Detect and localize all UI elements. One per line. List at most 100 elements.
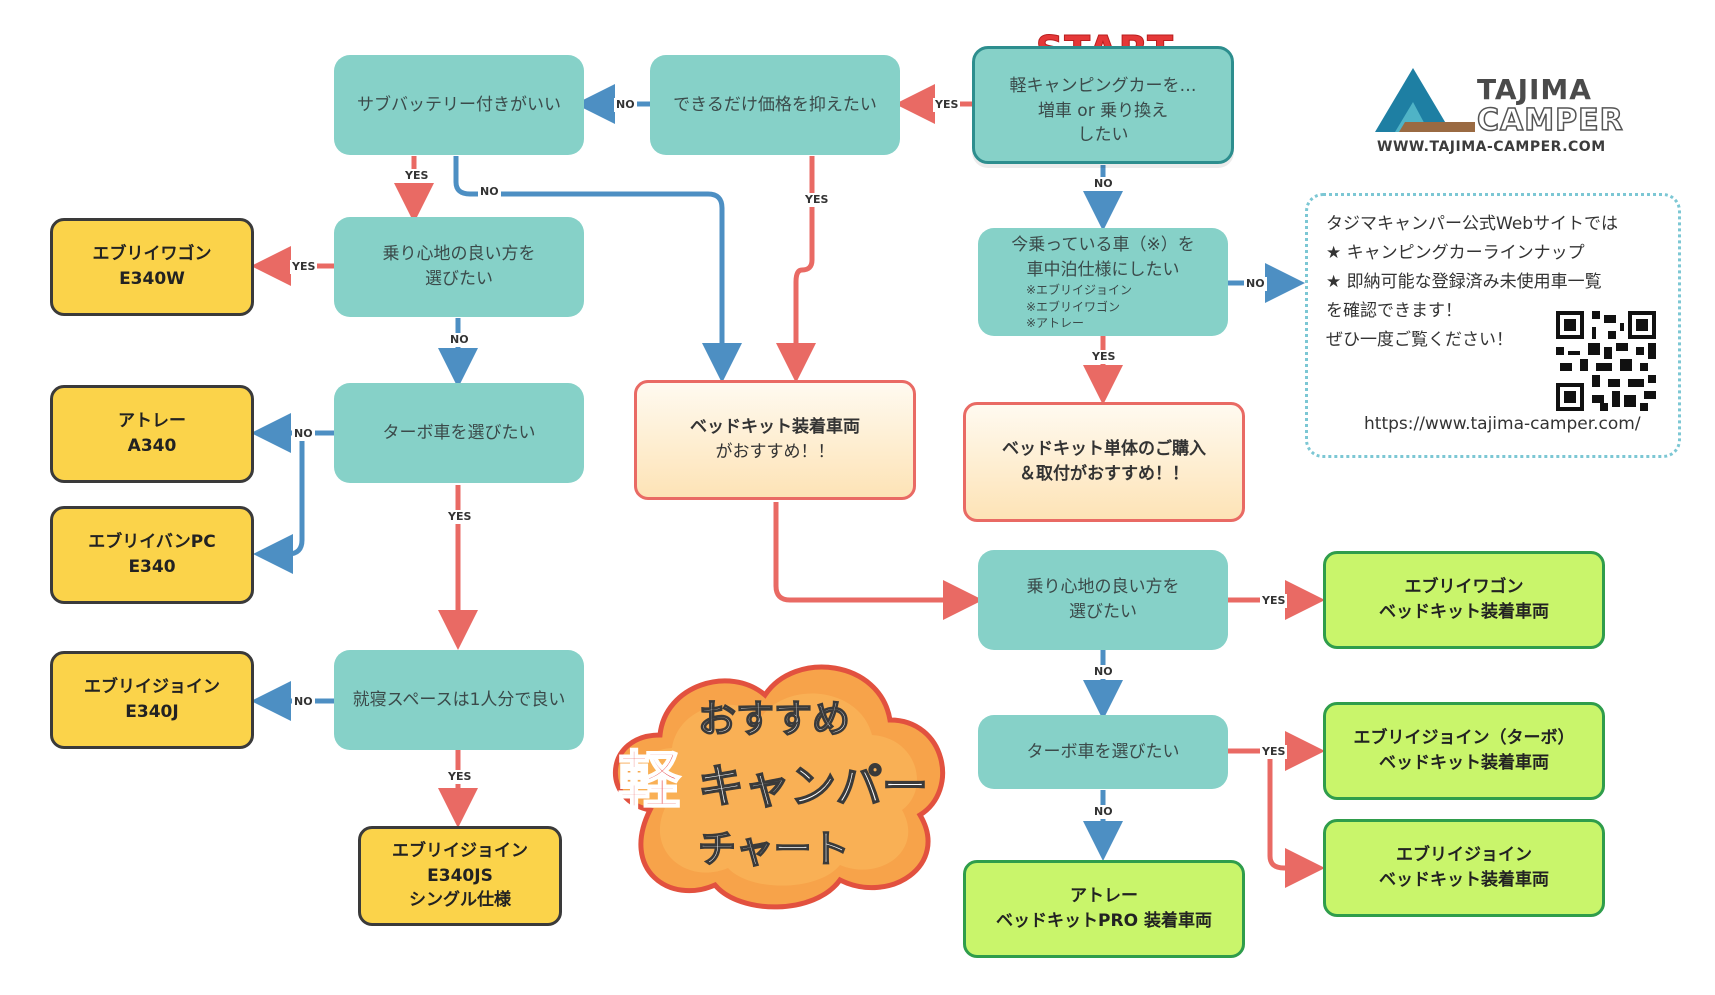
info-url-link[interactable]: https://www.tajima-camper.com/ — [1364, 414, 1641, 434]
question-sleep-space: 就寝スペースは1人分で良い — [334, 650, 584, 750]
result-bedkit-only-line-1: ベッドキット単体のご購入 — [1002, 439, 1206, 460]
mountain-logo-icon — [1375, 68, 1475, 132]
result-wagon: エブリイワゴン E340W — [50, 218, 254, 316]
label-no-comfort: NO — [448, 333, 471, 347]
info-line-5: ぜひ一度ご覧ください！ — [1326, 330, 1513, 350]
title-badge-kanji: 軽 — [618, 744, 681, 817]
question-comfort-left-line-1: 乗り心地の良い方を — [382, 244, 536, 265]
label-yes-price: YES — [803, 193, 831, 207]
current-car-note-2: ※エブリイワゴン — [1026, 299, 1121, 314]
result-bedkit-line-1: ベッドキット装着車両 — [690, 417, 860, 438]
question-current-car: 今乗っている車（※）を 車中泊仕様にしたい ※エブリイジョイン ※エブリイワゴン… — [978, 228, 1228, 336]
question-turbo-right-text: ターボ車を選びたい — [1026, 741, 1180, 762]
label-no-current: NO — [1244, 277, 1267, 291]
result-bedkit-only: ベッドキット単体のご購入 ＆取付がおすすめ！！ — [963, 402, 1245, 522]
result-join: エブリイジョイン E340J — [50, 651, 254, 749]
result-wagon-bed: エブリイワゴン ベッドキット装着車両 — [1323, 551, 1605, 649]
logo-name-2: CAMPER — [1476, 102, 1624, 139]
result-atrai-line-1: アトレー — [118, 411, 186, 432]
info-box: タジマキャンパー公式Webサイトでは ★ キャンピングカーラインナップ ★ 即納… — [1305, 193, 1681, 458]
result-van-line-1: エブリイバンPC — [88, 532, 216, 553]
result-bedkit-only-line-2: ＆取付がおすすめ！！ — [1019, 464, 1189, 484]
label-no-turbo: NO — [292, 427, 315, 441]
start-line-3: したい — [1077, 125, 1129, 146]
result-atrai-pro-line-2: ベッドキットPRO 装着車両 — [996, 911, 1212, 931]
arrow-price-yes — [776, 156, 816, 383]
result-bedkit: ベッドキット装着車両 がおすすめ！！ — [634, 380, 916, 500]
question-price-text: できるだけ価格を抑えたい — [673, 94, 877, 115]
qr-code-icon[interactable] — [1556, 311, 1656, 411]
arrow-sub-no — [453, 156, 742, 383]
label-yes-comfort-r: YES — [1260, 594, 1288, 608]
question-comfort-left-line-2: 選びたい — [425, 269, 493, 289]
info-line-3: ★ 即納可能な登録済み未使用車一覧 — [1326, 272, 1602, 292]
result-wagon-line-2: E340W — [119, 269, 185, 289]
result-join-single-line-3: シングル仕様 — [409, 890, 511, 911]
result-wagon-bed-line-1: エブリイワゴン — [1404, 577, 1524, 598]
logo-name-1: TAJIMA — [1477, 73, 1592, 106]
label-yes-turbo-r: YES — [1260, 745, 1288, 759]
start-line-1: 軽キャンピングカーを… — [1009, 76, 1197, 97]
question-subbattery: サブバッテリー付きがいい — [334, 55, 584, 155]
result-join-single-line-1: エブリイジョイン — [392, 841, 528, 862]
title-badge-cloud-inner — [637, 693, 917, 886]
question-subbattery-text: サブバッテリー付きがいい — [357, 94, 561, 115]
result-atrai: アトレー A340 — [50, 385, 254, 483]
question-current-car-line-2: 車中泊仕様にしたい — [1026, 259, 1180, 280]
result-join-turbo-bed-line-2: ベッドキット装着車両 — [1379, 753, 1549, 773]
start-line-2: 増車 or 乗り換え — [1037, 100, 1169, 121]
info-line-4: を確認できます！ — [1326, 301, 1462, 321]
arrow-turbo-r-yes-join — [1267, 751, 1325, 888]
question-turbo-left: ターボ車を選びたい — [334, 383, 584, 483]
label-yes-sleep: YES — [446, 770, 474, 784]
arrow-bedkit-next — [773, 502, 983, 620]
info-line-2: ★ キャンピングカーラインナップ — [1326, 243, 1585, 263]
label-yes-start: YES — [933, 98, 961, 112]
result-join-bed-line-2: ベッドキット装着車両 — [1379, 870, 1549, 890]
result-join-single: エブリイジョイン E340JS シングル仕様 — [358, 826, 562, 926]
result-join-turbo-bed-line-1: エブリイジョイン（ターボ） — [1353, 728, 1575, 749]
question-comfort-right-line-2: 選びたい — [1069, 602, 1137, 622]
result-atrai-line-2: A340 — [127, 436, 177, 456]
logo-url: WWW.TAJIMA-CAMPER.COM — [1377, 139, 1606, 155]
question-comfort-left: 乗り心地の良い方を 選びたい — [334, 217, 584, 317]
result-join-turbo-bed: エブリイジョイン（ターボ） ベッドキット装着車両 — [1323, 702, 1605, 800]
question-comfort-right: 乗り心地の良い方を 選びたい — [978, 550, 1228, 650]
title-badge-line-3: チャート — [698, 827, 850, 871]
label-yes-sub: YES — [403, 169, 431, 183]
label-yes-current: YES — [1090, 350, 1118, 364]
result-wagon-line-1: エブリイワゴン — [92, 244, 212, 265]
current-car-note-3: ※アトレー — [1026, 315, 1085, 330]
question-turbo-left-text: ターボ車を選びたい — [382, 422, 536, 443]
label-no-sub: NO — [478, 185, 501, 199]
label-yes-turbo: YES — [446, 510, 474, 524]
title-badge-line-1: おすすめ — [698, 697, 850, 741]
label-no-sleep: NO — [292, 695, 315, 709]
question-comfort-right-line-1: 乗り心地の良い方を — [1026, 577, 1180, 598]
question-price: できるだけ価格を抑えたい — [650, 55, 900, 155]
question-turbo-right: ターボ車を選びたい — [978, 715, 1228, 789]
tajima-camper-logo[interactable]: TAJIMA CAMPER WWW.TAJIMA-CAMPER.COM — [1365, 55, 1635, 160]
result-join-bed: エブリイジョイン ベッドキット装着車両 — [1323, 819, 1605, 917]
title-badge-line-2: キャンパー — [698, 759, 928, 813]
arrow-turbo-no-van — [253, 433, 305, 574]
label-yes-comfort: YES — [290, 260, 318, 274]
title-badge: おすすめ 軽 キャンパー チャート — [613, 664, 945, 910]
result-van-line-2: E340 — [128, 557, 176, 577]
current-car-note-1: ※エブリイジョイン — [1026, 283, 1133, 298]
info-line-1: タジマキャンパー公式Webサイトでは — [1326, 214, 1619, 234]
result-van: エブリイバンPC E340 — [50, 506, 254, 604]
result-atrai-pro-line-1: アトレー — [1070, 886, 1138, 907]
result-wagon-bed-line-2: ベッドキット装着車両 — [1379, 602, 1549, 622]
question-current-car-line-1: 今乗っている車（※）を — [1011, 235, 1195, 256]
result-bedkit-line-2: がおすすめ！！ — [715, 442, 835, 462]
result-join-single-line-2: E340JS — [427, 865, 493, 886]
label-no-comfort-r: NO — [1092, 665, 1115, 679]
result-join-line-2: E340J — [125, 702, 179, 722]
result-atrai-pro: アトレー ベッドキットPRO 装着車両 — [963, 860, 1245, 958]
label-no-turbo-r: NO — [1092, 805, 1115, 819]
label-no-price: NO — [614, 98, 637, 112]
question-sleep-space-text: 就寝スペースは1人分で良い — [352, 689, 566, 710]
result-join-line-1: エブリイジョイン — [84, 677, 220, 698]
label-no-start: NO — [1092, 177, 1115, 191]
